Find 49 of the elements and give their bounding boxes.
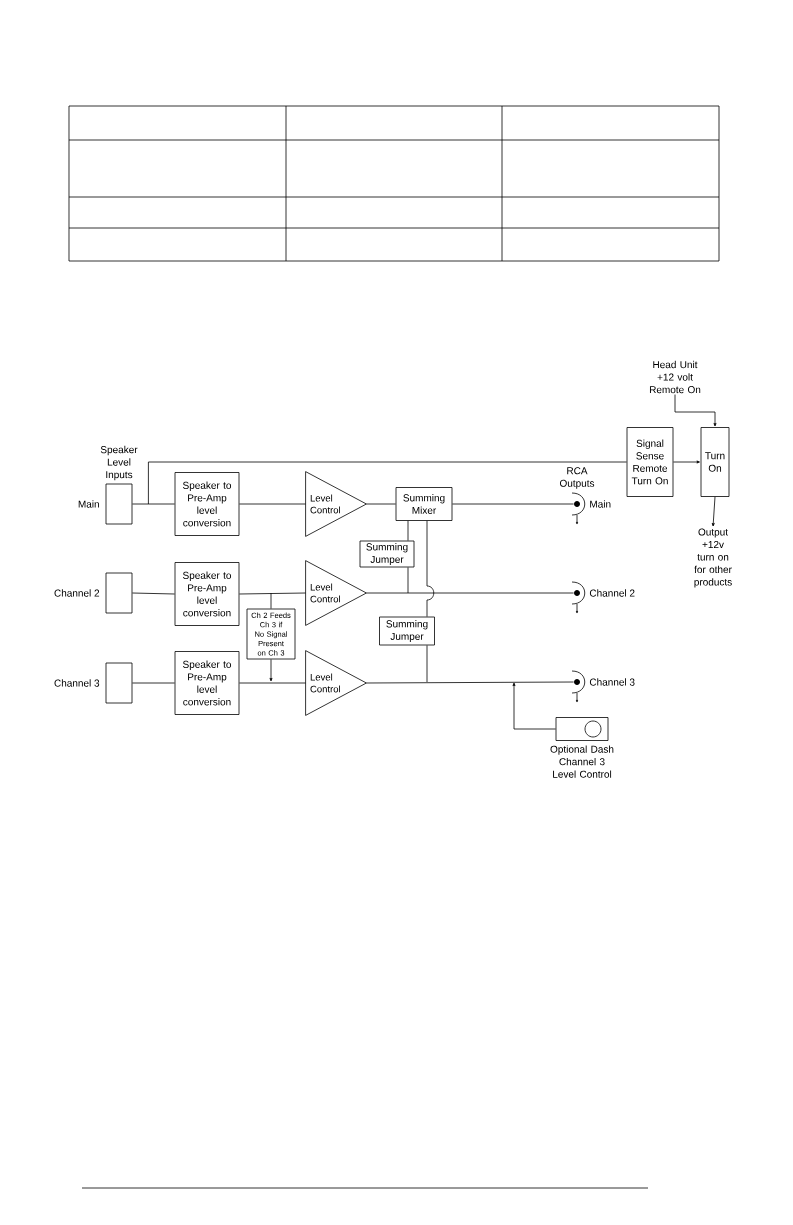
arrow (512, 682, 556, 730)
connector-line (366, 503, 396, 505)
process-box: Speaker to Pre-Amp level conversion (174, 651, 240, 715)
process-box: Speaker to Pre-Amp level conversion (174, 472, 240, 536)
output-label: Channel 2 (589, 589, 635, 597)
connector-line (426, 520, 435, 617)
jack-symbol (571, 581, 586, 614)
jack-symbol (571, 492, 586, 525)
input-box (105, 662, 133, 704)
process-box: Summing Jumper (379, 616, 435, 646)
connector-line (426, 645, 428, 683)
arrow (711, 496, 716, 527)
process-box: Signal Sense Remote Turn On (626, 427, 674, 497)
connector-line (366, 681, 574, 684)
connector-line (148, 461, 627, 505)
input-label: Channel 3 (54, 679, 100, 687)
jack-symbol (571, 670, 586, 703)
signal-text: Head Unit +12 volt Remote On (650, 360, 701, 394)
connector-line (270, 592, 272, 609)
arrow (674, 394, 717, 427)
signal-text: Output +12v turn on for other products (694, 528, 732, 588)
connector-line (452, 503, 574, 505)
process-box: Summing Mixer (395, 487, 453, 521)
input-box (105, 483, 133, 525)
control-box (555, 717, 609, 741)
amplifier-triangle: Level Control (305, 471, 367, 537)
process-box: Summing Jumper (359, 540, 415, 568)
arrow (269, 659, 273, 682)
output-label: Main (590, 500, 611, 508)
connector-line (132, 503, 175, 505)
process-box: Turn On (700, 427, 730, 497)
connector-line (239, 592, 306, 595)
arrow (673, 460, 700, 464)
input-label: Channel 2 (54, 589, 100, 597)
connector-line (407, 567, 409, 594)
input-label: Main (78, 500, 99, 508)
input-box (105, 572, 133, 614)
output-label: Channel 3 (589, 678, 635, 686)
amplifier-triangle: Level Control (305, 560, 367, 626)
connector-line (407, 520, 409, 541)
amplifier-triangle: Level Control (305, 650, 367, 716)
control-caption: Optional Dash Channel 3 Level Control (550, 745, 614, 778)
process-box: Speaker to Pre-Amp level conversion (174, 562, 240, 626)
connector-line (239, 682, 306, 684)
connector-line (366, 592, 574, 594)
connector-line (239, 503, 306, 505)
connector-line (132, 682, 175, 684)
connector-line (132, 592, 175, 595)
output-heading: RCA Outputs (559, 467, 595, 489)
